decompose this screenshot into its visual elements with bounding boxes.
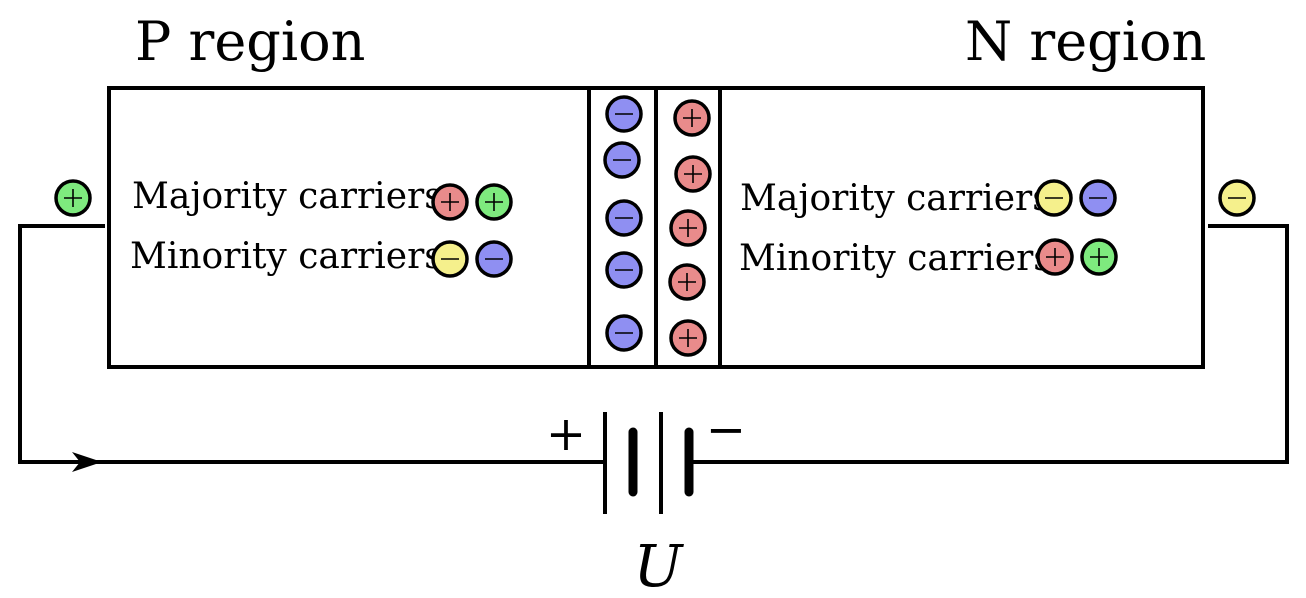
n-majority-label: Majority carriers: [740,178,1063,219]
depletion-positive-layer [654,86,722,369]
battery-minus-sign: − [706,402,746,458]
p-minority-label: Minority carriers: [130,236,455,277]
p-majority-carrier [431,183,469,221]
depletion-negative-ion [605,199,643,237]
voltage-label: U [634,532,685,598]
p-minority-carrier [431,240,469,278]
n-minority-carrier [1080,238,1118,276]
n-region-title: N region [965,10,1206,73]
n-majority-carrier [1035,179,1073,217]
carrier-layer [54,95,1256,357]
depletion-positive-ion [673,99,711,137]
battery-plus-sign: + [546,406,586,462]
p-minority-carrier [475,240,513,278]
depletion-positive-ion [669,209,707,247]
n-majority-carrier [1079,179,1117,217]
n-minority-label: Minority carriers: [739,238,1064,279]
depletion-positive-ion [669,319,707,357]
n-minority-carrier [1036,238,1074,276]
depletion-positive-ion [674,155,712,193]
p-region-title: P region [135,10,365,73]
depletion-negative-ion [605,95,643,133]
right-terminal-carrier [1218,179,1256,217]
depletion-negative-ion [605,251,643,289]
depletion-negative-ion [605,314,643,352]
right-wire [690,224,1289,464]
depletion-positive-ion [668,263,706,301]
p-majority-label: Majority carriers: [132,176,455,217]
p-majority-carrier [475,183,513,221]
depletion-negative-ion [603,141,641,179]
left-wire [18,224,604,464]
left-terminal-carrier [54,179,92,217]
